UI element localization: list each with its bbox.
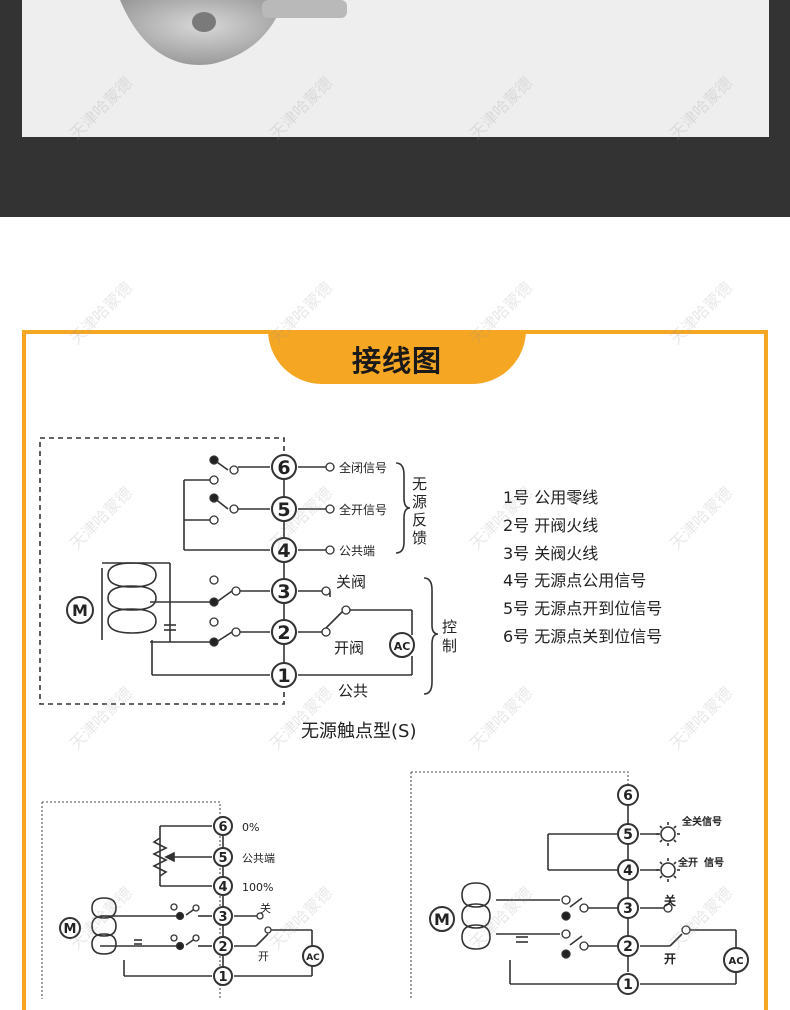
indicator-lamp bbox=[656, 822, 680, 846]
indicator-lamp bbox=[656, 858, 680, 882]
title-tab bbox=[268, 330, 526, 384]
page-title: 接线图 bbox=[351, 344, 442, 378]
ac-label: AC bbox=[394, 640, 411, 653]
terminal-label: 2 bbox=[218, 940, 227, 955]
ac-label: AC bbox=[728, 956, 743, 967]
motor-label: M bbox=[434, 910, 450, 929]
feedback-label-char: 馈 bbox=[412, 529, 427, 547]
open-label: 开 bbox=[664, 952, 676, 966]
ac-label: AC bbox=[306, 953, 320, 963]
ac-source-symbol bbox=[389, 632, 415, 658]
motor-label: M bbox=[72, 601, 88, 620]
terminal-label: 3 bbox=[218, 910, 227, 925]
feedback-label-char: 无 bbox=[412, 475, 427, 493]
zero-percent-label: 0% bbox=[242, 821, 259, 834]
terminal-5 bbox=[271, 496, 297, 522]
main-enclosure-dashed bbox=[39, 437, 285, 705]
close-valve-label: 关阀 bbox=[336, 573, 366, 591]
feedback-label-char: 反 bbox=[412, 511, 427, 529]
full-open-signal-label: 全开信号 bbox=[339, 502, 387, 517]
control-label-char: 控 bbox=[442, 618, 457, 636]
terminal-6 bbox=[271, 454, 297, 480]
terminal-label: 2 bbox=[277, 622, 290, 644]
close-label: 关 bbox=[664, 893, 676, 908]
open-label: 开 bbox=[258, 950, 269, 963]
close-label: 关 bbox=[260, 901, 271, 915]
terminal-label: 6 bbox=[623, 788, 633, 804]
legend-item: 6号 无源点关到位信号 bbox=[503, 626, 663, 646]
full-close-signal-label: 全关信号 bbox=[681, 815, 722, 828]
common-terminal-label: 公共端 bbox=[339, 544, 375, 558]
terminal-label: 2 bbox=[623, 939, 633, 955]
legend-item: 4号 无源点公用信号 bbox=[503, 571, 647, 591]
full-open-label: 全开 bbox=[677, 856, 698, 869]
terminal-label: 4 bbox=[623, 863, 633, 879]
control-label-char: 制 bbox=[442, 637, 457, 655]
terminal-label: 3 bbox=[277, 581, 290, 603]
feedback-label-char: 源 bbox=[412, 493, 427, 511]
legend-item: 3号 关阀火线 bbox=[503, 543, 599, 563]
terminal-label: 4 bbox=[277, 540, 290, 562]
terminal-label: 1 bbox=[623, 977, 633, 993]
terminal-label: 5 bbox=[623, 827, 633, 843]
terminal-3 bbox=[271, 578, 297, 604]
product-photo bbox=[22, 0, 769, 137]
legend-item: 1号 公用零线 bbox=[503, 488, 599, 507]
open-valve-label: 开阀 bbox=[334, 639, 364, 657]
hundred-percent-label: 100% bbox=[242, 881, 273, 894]
motor-label: M bbox=[64, 922, 77, 937]
terminal-label: 3 bbox=[623, 901, 633, 917]
motor-symbol bbox=[66, 596, 94, 624]
legend-item: 2号 开阀火线 bbox=[503, 515, 599, 535]
legend-item: 5号 无源点开到位信号 bbox=[503, 599, 663, 619]
terminal-label: 1 bbox=[218, 970, 227, 985]
terminal-label: 1 bbox=[277, 665, 290, 687]
terminal-legend: 1号 公用零线 2号 开阀火线 3号 关阀火线 4号 无源点公用信号 5号 无源… bbox=[503, 484, 662, 651]
common-label: 公共 bbox=[338, 682, 368, 700]
diagram-caption: 无源触点型(S) bbox=[301, 721, 416, 742]
terminal-label: 6 bbox=[218, 820, 227, 835]
terminal-label: 5 bbox=[218, 851, 227, 866]
terminal-4 bbox=[271, 537, 297, 563]
terminal-label: 6 bbox=[277, 457, 290, 479]
signal-label: 信号 bbox=[704, 856, 724, 869]
common-terminal-label: 公共端 bbox=[242, 852, 275, 865]
terminal-2 bbox=[271, 619, 297, 645]
terminal-label: 5 bbox=[277, 499, 290, 521]
valve-flange-image bbox=[120, 0, 347, 65]
terminal-1 bbox=[271, 662, 297, 688]
full-close-signal-label: 全闭信号 bbox=[339, 460, 387, 475]
terminal-label: 4 bbox=[218, 880, 227, 895]
